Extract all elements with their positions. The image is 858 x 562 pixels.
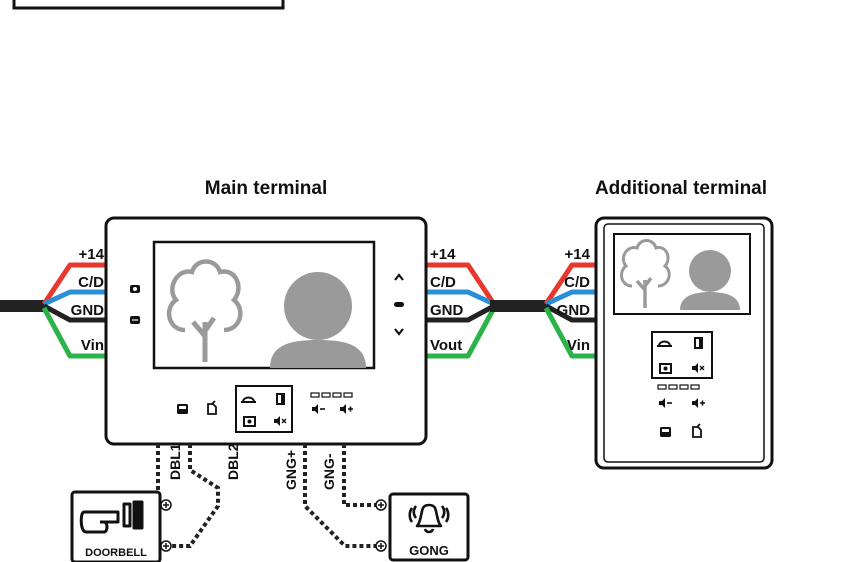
screw-terminals <box>160 499 387 552</box>
main-left-label-cd: C/D <box>78 274 104 291</box>
screw-terminal-icon <box>375 540 387 552</box>
memo-icon[interactable] <box>692 423 702 438</box>
volume-up-icon[interactable] <box>340 404 353 414</box>
doorbell-button-icon <box>79 500 144 534</box>
wire-gnd-additional <box>544 303 598 323</box>
intercom-icon[interactable] <box>177 404 188 414</box>
bottom-terminal-labels: DBL1 DBL2 GNG+ GNG- <box>167 443 337 490</box>
wire-plus14-main-right <box>426 262 497 306</box>
main-right-label-gnd: GND <box>430 302 464 319</box>
main-left-label-plus14: +14 <box>79 246 105 263</box>
doorbell-label: DOORBELL <box>85 547 147 559</box>
screw-terminal-icon <box>160 540 172 552</box>
additional-label-gnd: GND <box>557 302 591 319</box>
frame-fragment <box>12 0 285 10</box>
volume-up-icon[interactable] <box>692 398 705 408</box>
wire-gng-minus <box>342 444 376 507</box>
wire-gnd-main-right <box>426 303 496 323</box>
wire-dbl2 <box>166 444 220 548</box>
main-right-labels: +14 C/D GND Vout <box>430 246 464 354</box>
answer-icon[interactable] <box>241 396 256 403</box>
wire-cd-main-right <box>426 289 496 307</box>
wire-vin-additional <box>543 306 598 359</box>
answer-icon[interactable] <box>657 340 672 347</box>
volume-indicator <box>657 384 700 390</box>
wire-cd-main-left <box>42 289 108 307</box>
label-gng-minus: GNG- <box>321 453 337 490</box>
wire-plus14-main-left <box>41 262 108 306</box>
bottom-wires <box>156 444 376 548</box>
tree-icon <box>166 259 243 362</box>
person-icon <box>680 250 740 310</box>
message-icon[interactable] <box>130 316 140 324</box>
gong-label: GONG <box>409 543 449 558</box>
additional-terminal-title: Additional terminal <box>595 178 767 199</box>
main-left-label-vin: Vin <box>81 337 104 354</box>
main-right-label-plus14: +14 <box>430 246 456 263</box>
ok-icon[interactable] <box>394 302 404 307</box>
mute-icon[interactable] <box>274 416 287 426</box>
main-right-label-vout: Vout <box>430 337 462 354</box>
person-icon <box>270 272 366 368</box>
additional-label-plus14: +14 <box>565 246 591 263</box>
snapshot-icon[interactable] <box>243 416 256 427</box>
label-gng-plus: GNG+ <box>283 450 299 490</box>
label-dbl2: DBL2 <box>225 443 241 480</box>
up-arrow-icon[interactable] <box>394 273 404 281</box>
main-left-label-gnd: GND <box>71 302 105 319</box>
main-control-cluster <box>235 385 293 433</box>
wire-cd-additional <box>544 289 598 307</box>
mute-icon[interactable] <box>692 363 705 373</box>
wire-gnd-main-left <box>42 303 108 323</box>
down-arrow-icon[interactable] <box>394 328 404 336</box>
additional-terminal-bezel <box>603 223 765 463</box>
screw-terminal-icon <box>160 499 172 511</box>
additional-label-vin: Vin <box>567 337 590 354</box>
wire-vin-main-left <box>41 306 108 359</box>
additional-left-labels: +14 C/D GND Vin <box>557 246 591 354</box>
additional-left-wires <box>543 262 598 359</box>
additional-label-cd: C/D <box>564 274 590 291</box>
main-left-wires <box>41 262 108 359</box>
volume-down-icon[interactable] <box>312 404 325 414</box>
tree-icon <box>619 239 671 308</box>
wire-plus14-additional <box>543 262 598 306</box>
wire-vout-main-right <box>426 306 497 359</box>
main-left-labels: +14 C/D GND Vin <box>71 246 105 354</box>
memo-icon[interactable] <box>207 400 217 415</box>
intercom-icon[interactable] <box>660 427 671 437</box>
additional-control-cluster <box>651 331 713 379</box>
door-icon[interactable] <box>276 393 285 405</box>
main-right-label-cd: C/D <box>430 274 456 291</box>
label-dbl1: DBL1 <box>167 443 183 480</box>
main-right-wires <box>426 262 497 359</box>
screw-terminal-icon <box>375 499 387 511</box>
camera-icon[interactable] <box>130 285 140 293</box>
wire-gng-plus <box>303 444 376 548</box>
bell-icon <box>408 503 450 534</box>
main-terminal-title: Main terminal <box>205 178 327 199</box>
volume-indicator <box>310 392 353 398</box>
door-icon[interactable] <box>694 337 703 349</box>
volume-down-icon[interactable] <box>659 398 672 408</box>
snapshot-icon[interactable] <box>659 363 672 374</box>
